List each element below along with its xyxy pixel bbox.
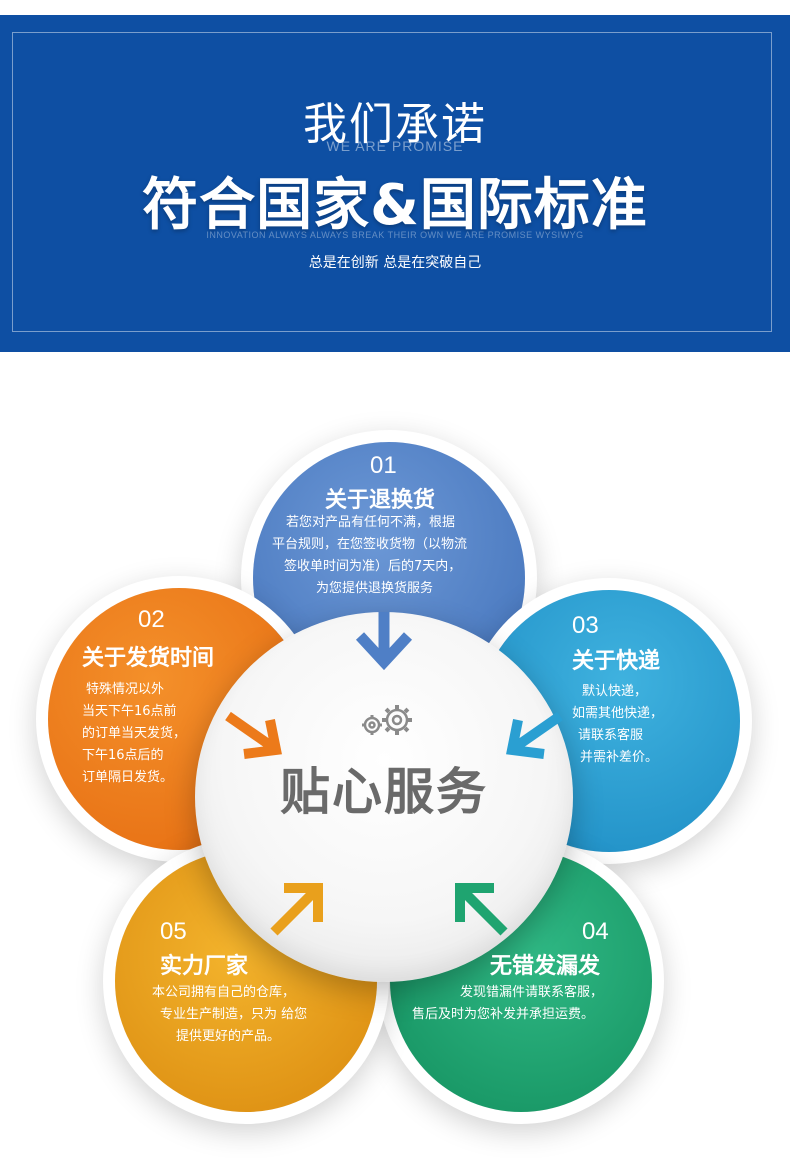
banner-tagline-cn: 总是在创新 总是在突破自己 — [308, 255, 482, 271]
petal-2-line-2: 当天下午16点前 — [82, 704, 177, 719]
petal-5-line-2: 专业生产制造，只为 给您 — [160, 1007, 308, 1022]
petal-3-line-4: 并需补差价。 — [580, 750, 659, 765]
petal-2-title: 关于发货时间 — [82, 646, 215, 671]
petal-1-line-2: 平台规则，在您签收货物（以物流 — [272, 537, 468, 552]
arrow-up-left-icon — [455, 883, 508, 936]
petal-5-line-1: 本公司拥有自己的仓库， — [152, 985, 296, 1000]
petal-1-line-3: 签收单时间为准）后的7天内， — [284, 559, 462, 574]
gears-icon — [352, 700, 422, 740]
banner-subtitle-en: WE ARE PROMISE — [326, 138, 464, 154]
petal-4-number: 04 — [582, 918, 609, 945]
center-title: 贴心服务 — [280, 763, 488, 821]
petal-4-line-2: 售后及时为您补发并承担运费。 — [412, 1007, 595, 1022]
petal-3-title: 关于快递 — [572, 649, 661, 674]
petal-5-number: 05 — [160, 918, 187, 945]
petal-3-line-2: 如需其他快递， — [572, 706, 664, 721]
arrow-down-icon — [355, 612, 413, 671]
banner-title: 我们承诺 — [303, 99, 487, 150]
banner-tagline-en: INNOVATION ALWAYS ALWAYS BREAK THEIR OWN… — [206, 230, 584, 240]
petal-1-line-4: 为您提供退换货服务 — [316, 581, 434, 596]
petal-2-line-3: 的订单当天发货， — [82, 726, 187, 741]
petal-5-line-3: 提供更好的产品。 — [176, 1029, 281, 1044]
petal-4-title: 无错发漏发 — [490, 954, 601, 979]
petal-3-line-1: 默认快递， — [582, 684, 648, 699]
petal-5-title: 实力厂家 — [160, 954, 249, 979]
petal-2-number: 02 — [138, 606, 165, 633]
petal-1-title: 关于退换货 — [325, 488, 436, 513]
banner-headline: 符合国家&国际标准 — [142, 173, 648, 238]
promise-banner — [0, 15, 790, 352]
petal-4-line-1: 发现错漏件请联系客服， — [460, 985, 604, 1000]
petal-2-line-1: 特殊情况以外 — [86, 682, 165, 697]
petal-2-line-5: 订单隔日发货。 — [82, 770, 174, 785]
arrow-up-right-icon — [270, 883, 323, 936]
petal-1-line-1: 若您对产品有任何不满，根据 — [286, 515, 456, 530]
banner-frame — [12, 32, 772, 332]
petal-2-line-4: 下午16点后的 — [82, 748, 164, 763]
arrow-left-icon — [506, 711, 563, 759]
petal-1-number: 01 — [370, 452, 397, 479]
petal-3-line-3: 请联系客服 — [578, 728, 644, 743]
center-circle — [195, 612, 573, 982]
petal-3-number: 03 — [572, 612, 599, 639]
arrow-right-icon — [225, 711, 282, 759]
